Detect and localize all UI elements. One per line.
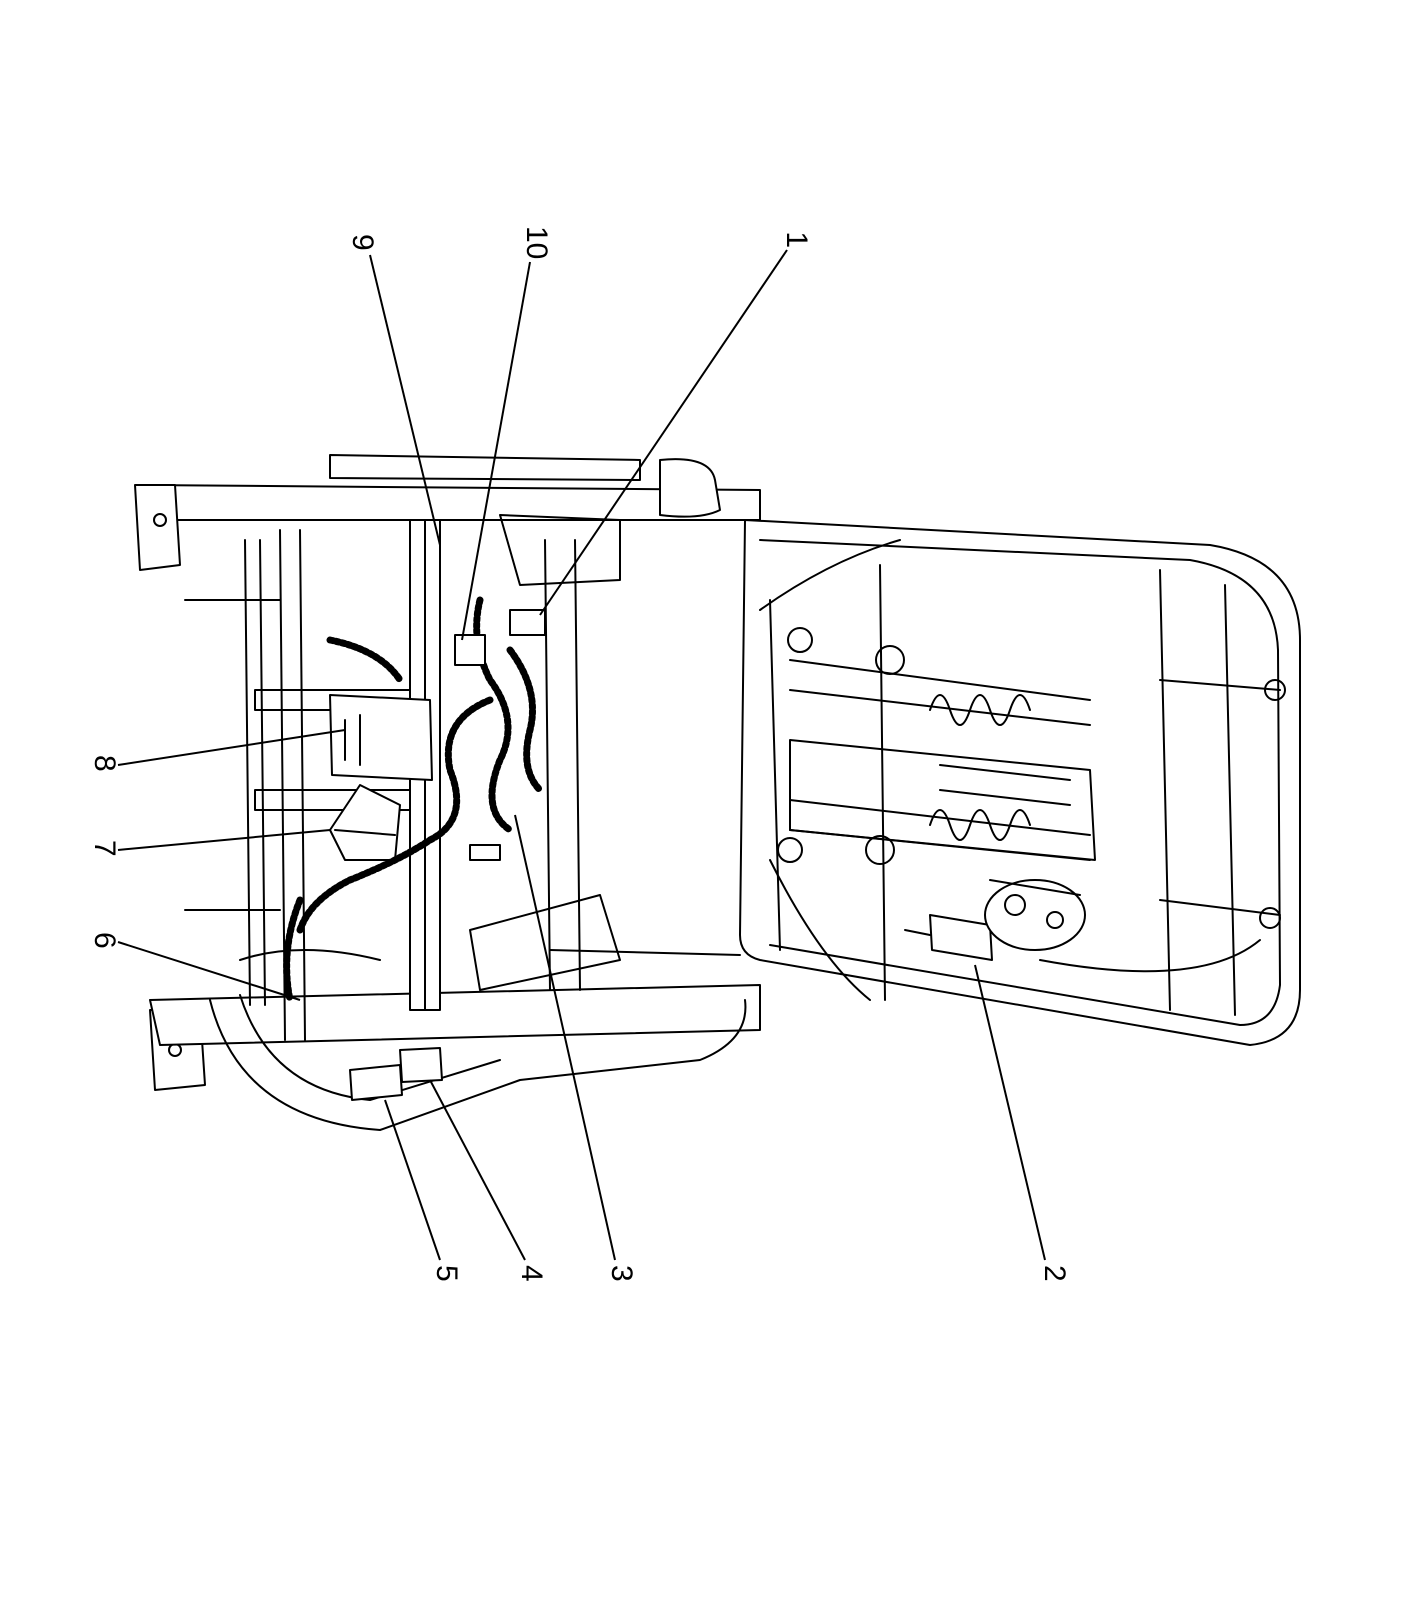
callout-3: 3 <box>605 1265 638 1282</box>
callout-5: 5 <box>430 1265 463 1282</box>
leader-2 <box>974 964 1046 1261</box>
leader-5 <box>384 1099 441 1261</box>
seat-cushion-frame <box>739 519 1301 1046</box>
leader-10 <box>461 261 531 641</box>
leader-4 <box>429 1079 526 1261</box>
leader-7 <box>117 829 331 851</box>
callout-4: 4 <box>515 1265 548 1282</box>
leader-8 <box>117 729 346 766</box>
callout-8: 8 <box>88 755 121 772</box>
callout-10: 10 <box>520 226 553 259</box>
callout-2: 2 <box>1038 1265 1071 1282</box>
seat-adjuster-motor <box>904 879 1086 961</box>
leader-1 <box>539 249 788 616</box>
callout-9: 9 <box>346 234 379 251</box>
harness-connectors <box>349 609 546 1101</box>
leader-9 <box>369 254 441 546</box>
connector-block <box>329 784 401 861</box>
seat-back-frame <box>134 454 761 1131</box>
callout-1: 1 <box>780 231 813 248</box>
leader-3 <box>514 814 616 1261</box>
callout-6: 6 <box>88 932 121 949</box>
callout-labels: 1 2 3 4 5 6 7 8 9 10 <box>88 226 1071 1282</box>
control-module <box>329 694 433 781</box>
callout-7: 7 <box>88 840 121 857</box>
leader-6 <box>117 941 301 1001</box>
leader-lines <box>117 249 1046 1261</box>
